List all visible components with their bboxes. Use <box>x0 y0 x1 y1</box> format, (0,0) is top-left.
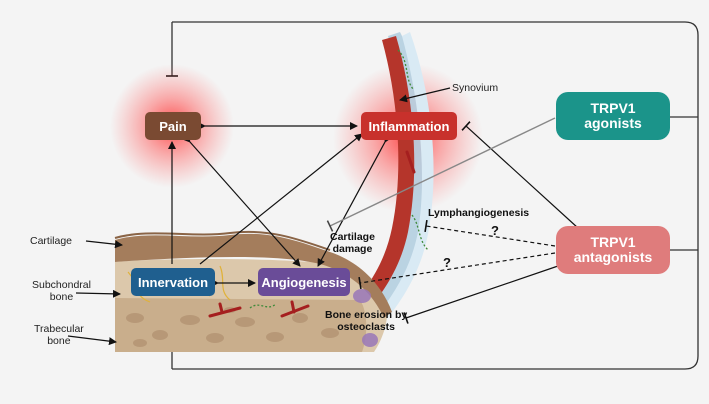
trabecular-line-1: Trabecular <box>34 323 84 335</box>
arrow-subchondral-label <box>75 289 121 298</box>
trabecular-line-2: bone <box>47 335 71 347</box>
subchondral-label: Subchondral bone <box>32 279 91 303</box>
cartilage-label: Cartilage <box>30 235 73 247</box>
question-mark-lymph: ? <box>491 223 499 238</box>
inflammation-node: Inflammation <box>361 112 457 140</box>
lymphangiogenesis-label: Lymphangiogenesis <box>428 207 530 219</box>
cartilage-damage-line-2: damage <box>332 243 373 255</box>
osteoclasts <box>353 289 378 347</box>
trabecular-label: Trabecular bone <box>34 323 84 347</box>
bone-erosion-label: Bone erosion by osteoclasts <box>325 309 407 333</box>
arrow-trabecular-label <box>67 335 117 346</box>
trpv1-agonists-node: TRPV1 agonists <box>556 92 670 140</box>
lymphatic-vessels <box>249 49 429 309</box>
arrow-synovium-label <box>399 87 451 103</box>
inhibit-antagonists-inflammation <box>461 121 579 229</box>
arrow-cartilage-label <box>85 240 123 249</box>
dashed-antagonists-lymph <box>424 219 556 247</box>
synovium-lining <box>352 32 434 350</box>
arrow-pain-angiogenesis <box>182 134 301 267</box>
blood-vessels <box>208 150 416 318</box>
question-mark-angio: ? <box>443 255 451 270</box>
bone-erosion-line-2: osteoclasts <box>337 321 396 333</box>
subchondral-line-2: bone <box>49 291 74 303</box>
inhibit-agonists-cartilage <box>326 117 556 232</box>
antagonists-line-1: TRPV1 <box>590 234 636 250</box>
synovium-layer <box>326 36 415 340</box>
agonists-line-1: TRPV1 <box>590 100 636 116</box>
dashed-antagonists-angio <box>358 252 556 290</box>
innervation-node: Innervation <box>131 268 215 296</box>
angiogenesis-node: Angiogenesis <box>258 268 350 296</box>
subchondral-line-1: Subchondral <box>32 279 91 291</box>
arrow-inflammation-angiogenesis <box>317 133 392 267</box>
trpv1-antagonists-node: TRPV1 antagonists <box>556 226 670 274</box>
cartilage-damage-line-1: Cartilage <box>330 231 375 243</box>
antagonists-line-2: antagonists <box>573 249 653 265</box>
inhibit-antagonists-bone <box>403 265 559 324</box>
cartilage-damage-label: Cartilage damage <box>330 231 375 255</box>
agonists-line-2: agonists <box>584 115 642 131</box>
pain-node: Pain <box>145 112 201 140</box>
bone-erosion-line-1: Bone erosion by <box>325 309 408 321</box>
synovium-label: Synovium <box>452 82 499 94</box>
frame-outline <box>172 21 699 370</box>
